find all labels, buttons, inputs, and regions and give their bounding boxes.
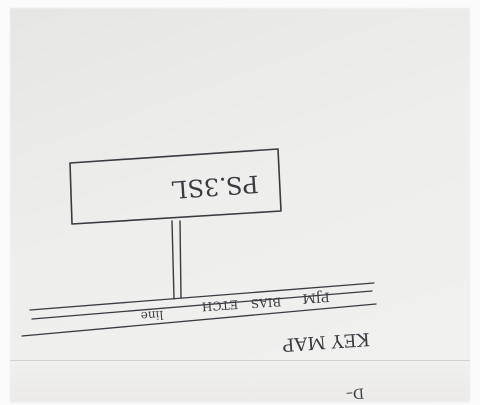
box-label: PS.3SL: [171, 169, 260, 203]
line-label-2: ETCH: [201, 297, 238, 314]
line-label-3: BIAS: [250, 294, 281, 310]
line-label-4: PJM: [302, 289, 330, 306]
drawn-line-1: [29, 282, 375, 311]
drawn-box: [69, 148, 282, 225]
connector-line-right: [179, 220, 182, 299]
key-map-label: KEY MAP: [282, 328, 371, 355]
line-label-1: line: [140, 308, 163, 324]
bottom-fragment: D–: [345, 384, 364, 401]
paper-fold: [10, 360, 470, 401]
drawn-line-2: [31, 290, 373, 320]
drawn-line-3: [21, 303, 377, 337]
connector-line-left: [171, 220, 175, 300]
paper-sheet: [10, 8, 470, 403]
